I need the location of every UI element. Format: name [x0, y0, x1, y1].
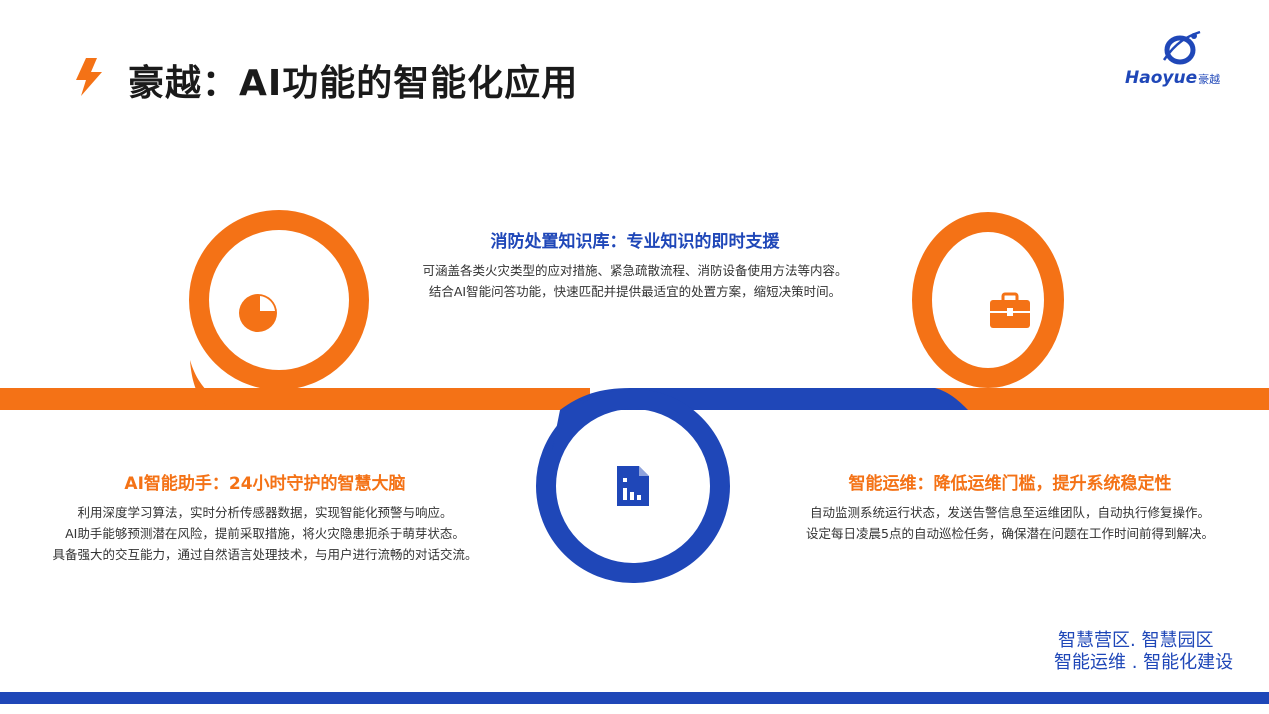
slogan-line-2: 智能运维 . 智能化建设: [1054, 652, 1234, 673]
company-logo: Haoyue豪越: [1120, 30, 1240, 92]
blue-loop-center: [536, 389, 730, 583]
block-line: 设定每日凌晨5点的自动巡检任务，确保潜在问题在工作时间前得到解决。: [806, 526, 1214, 541]
blue-loop-center-tail: [552, 392, 600, 450]
orange-loop-left-tail: [190, 360, 250, 410]
block-line: 可涵盖各类火灾类型的应对措施、紧急疏散流程、消防设备使用方法等内容。: [422, 263, 848, 278]
block-heading: 消防处置知识库：专业知识的即时支援: [490, 232, 780, 252]
page-title: 豪越：AI功能的智能化应用: [128, 63, 579, 104]
pie-chart-icon: [239, 294, 277, 332]
block-heading: 智能运维：降低运维门槛，提升系统稳定性: [848, 474, 1172, 494]
orange-band-left: [0, 388, 590, 410]
logo-swoosh-icon: [1162, 30, 1201, 65]
orange-loop-left: [189, 210, 369, 390]
block-line: 利用深度学习算法，实时分析传感器数据，实现智能化预警与响应。: [77, 505, 453, 520]
block-line: 结合AI智能问答功能，快速匹配并提供最适宜的处置方案，缩短决策时间。: [428, 284, 842, 299]
document-chart-icon: [617, 466, 649, 506]
orange-loop-right: [912, 212, 1064, 388]
smart-ops-block: 智能运维：降低运维门槛，提升系统稳定性 自动监测系统运行状态，发送告警信息至运维…: [760, 469, 1260, 544]
bottom-bar: [0, 692, 1269, 704]
logo-text: Haoyue豪越: [1125, 68, 1221, 88]
slogan-line-1: 智慧营区. 智慧园区: [1058, 630, 1214, 651]
knowledge-base-block: 消防处置知识库：专业知识的即时支援 可涵盖各类火灾类型的应对措施、紧急疏散流程、…: [360, 227, 910, 302]
orange-band-right: [935, 388, 1269, 410]
block-line: 自动监测系统运行状态，发送告警信息至运维团队，自动执行修复操作。: [809, 505, 1210, 520]
block-line: AI助手能够预测潜在风险，提前采取措施，将火灾隐患扼杀于萌芽状态。: [65, 526, 465, 541]
block-heading: AI智能助手：24小时守护的智慧大脑: [124, 474, 406, 494]
briefcase-icon: [990, 292, 1030, 328]
lightning-bolt-icon: [76, 58, 102, 96]
block-line: 具备强大的交互能力，通过自然语言处理技术，与用户进行流畅的对话交流。: [52, 547, 478, 562]
ai-assistant-block: AI智能助手：24小时守护的智慧大脑 利用深度学习算法，实时分析传感器数据，实现…: [10, 469, 520, 565]
